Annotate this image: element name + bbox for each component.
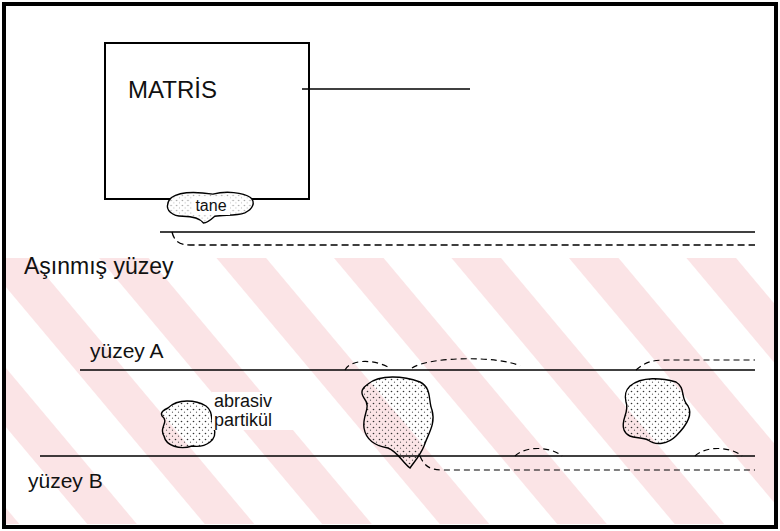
surface-a: [80, 369, 755, 371]
particle-label: abrasiv partikül: [212, 392, 298, 430]
wear-track: [420, 456, 755, 470]
watermark: [6, 258, 774, 524]
worn-surface: [172, 232, 755, 245]
wear-track: [345, 361, 390, 370]
grain-shape: [167, 192, 253, 223]
abrasive-particle: [161, 401, 214, 448]
wear-track: [515, 449, 562, 457]
surface-label: Aşınmış yüzey: [22, 254, 176, 278]
wear-track: [636, 360, 755, 370]
matrix-label: MATRİS: [128, 76, 308, 104]
surface-label: yüzey B: [26, 470, 105, 492]
abrasive-particle: [623, 379, 690, 444]
frame: [4, 4, 776, 527]
wear-track: [412, 359, 520, 368]
grain-stipple: [167, 192, 253, 223]
original-surface: [160, 231, 755, 233]
leader-line: [302, 88, 470, 90]
surface-label: yüzey A: [88, 340, 166, 362]
wear-track: [695, 449, 742, 457]
grain-blob: tane: [164, 189, 258, 223]
grain-label: tane: [192, 197, 229, 215]
abrasive-particle: [362, 377, 433, 468]
matrix-box: MATRİStane: [104, 42, 310, 200]
